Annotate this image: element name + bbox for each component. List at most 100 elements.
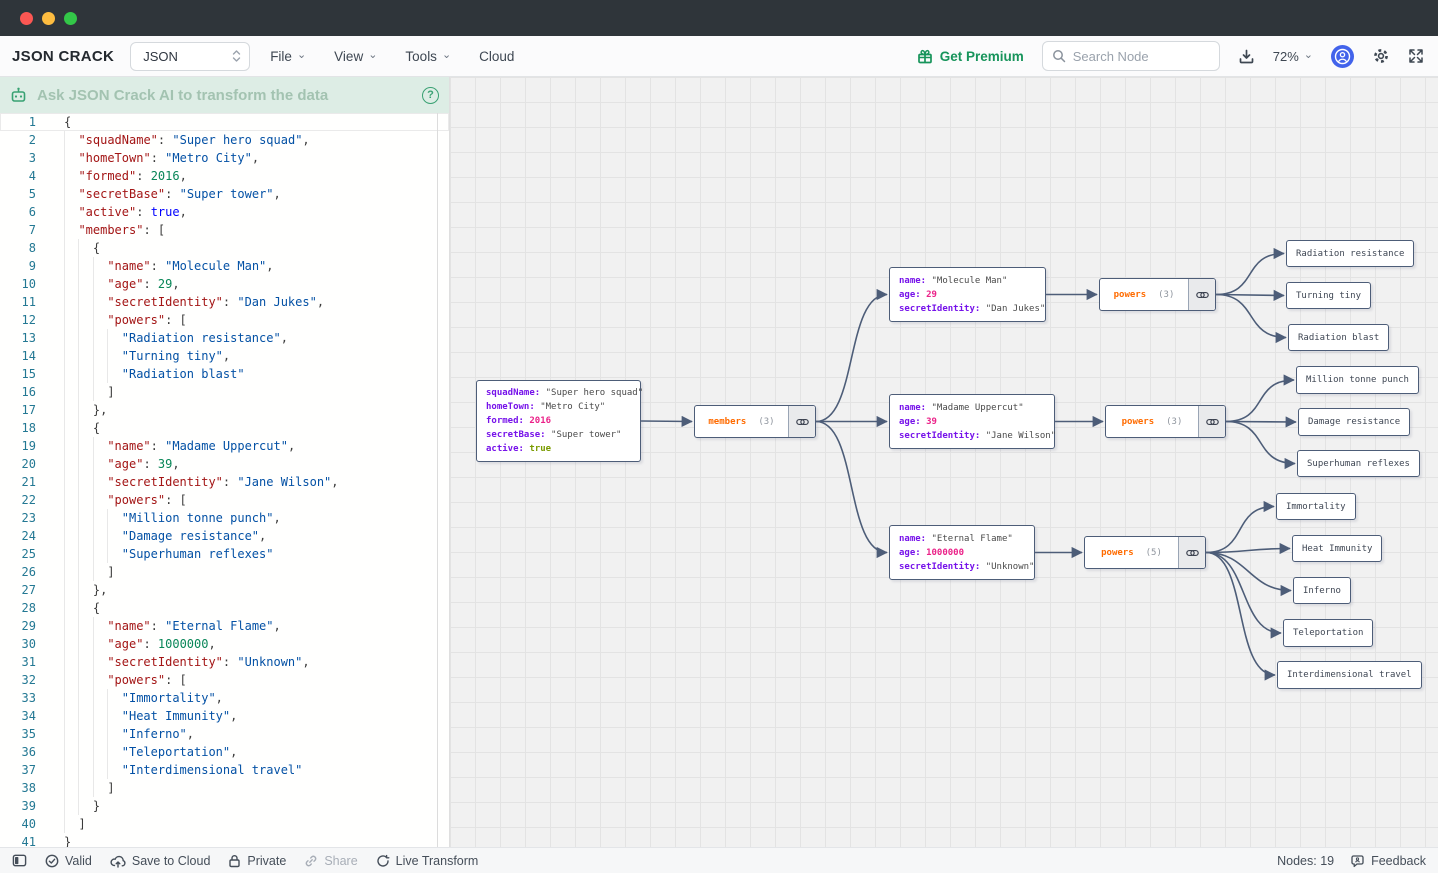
graph-node-p2[interactable]: powers(3) <box>1105 405 1226 438</box>
format-select[interactable]: JSON <box>130 41 251 71</box>
editor-line[interactable]: 29"name": "Eternal Flame", <box>0 617 449 635</box>
editor-line[interactable]: 9"name": "Molecule Man", <box>0 257 449 275</box>
editor-line[interactable]: 17}, <box>0 401 449 419</box>
get-premium-button[interactable]: Get Premium <box>917 48 1024 64</box>
zoom-window-button[interactable] <box>64 11 77 25</box>
menu-file[interactable]: File⌄ <box>270 48 307 64</box>
fullscreen-button[interactable] <box>1408 48 1424 64</box>
graph-node-p3[interactable]: powers(5) <box>1084 536 1206 569</box>
minimize-window-button[interactable] <box>42 11 55 25</box>
editor-line[interactable]: 3"homeTown": "Metro City", <box>0 149 449 167</box>
zoom-level-value: 72% <box>1272 48 1299 64</box>
fullscreen-icon <box>1408 48 1424 64</box>
editor-line[interactable]: 6"active": true, <box>0 203 449 221</box>
editor-line[interactable]: 1{ <box>0 113 449 131</box>
feedback-button[interactable]: Feedback <box>1350 854 1426 868</box>
graph-node-l1[interactable]: Radiation resistance <box>1286 240 1415 267</box>
editor-line[interactable]: 21"secretIdentity": "Jane Wilson", <box>0 473 449 491</box>
editor-line[interactable]: 33"Immortality", <box>0 689 449 707</box>
editor-line[interactable]: 23"Million tonne punch", <box>0 509 449 527</box>
editor-line[interactable]: 5"secretBase": "Super tower", <box>0 185 449 203</box>
editor-line[interactable]: 40] <box>0 815 449 833</box>
editor-line[interactable]: 13"Radiation resistance", <box>0 329 449 347</box>
editor-line[interactable]: 38] <box>0 779 449 797</box>
editor-scrollbar[interactable] <box>437 113 438 847</box>
graph-node-p1[interactable]: powers(3) <box>1099 278 1216 311</box>
graph-node-l7[interactable]: Immortality <box>1276 493 1356 520</box>
editor-line[interactable]: 7"members": [ <box>0 221 449 239</box>
chevron-down-icon: ⌄ <box>368 48 378 61</box>
toolbar: JSON CRACK JSON File⌄ View⌄ Tools⌄ Cloud… <box>0 36 1438 77</box>
editor-line[interactable]: 39} <box>0 797 449 815</box>
help-icon[interactable]: ? <box>422 86 439 104</box>
graph-node-l4[interactable]: Million tonne punch <box>1296 366 1419 394</box>
account-button[interactable] <box>1331 44 1354 68</box>
editor-line[interactable]: 18{ <box>0 419 449 437</box>
editor-line[interactable]: 37"Interdimensional travel" <box>0 761 449 779</box>
save-to-cloud-button[interactable]: Save to Cloud <box>110 854 210 868</box>
editor-line[interactable]: 16] <box>0 383 449 401</box>
editor-line[interactable]: 34"Heat Immunity", <box>0 707 449 725</box>
editor-line[interactable]: 20"age": 39, <box>0 455 449 473</box>
graph-node-l8[interactable]: Heat Immunity <box>1292 535 1383 562</box>
menu-view[interactable]: View⌄ <box>334 48 378 64</box>
panel-left-icon <box>12 853 27 868</box>
menu-tools[interactable]: Tools⌄ <box>405 48 452 64</box>
editor-line[interactable]: 25"Superhuman reflexes" <box>0 545 449 563</box>
editor-line[interactable]: 32"powers": [ <box>0 671 449 689</box>
editor-line[interactable]: 8{ <box>0 239 449 257</box>
editor-line[interactable]: 2"squadName": "Super hero squad", <box>0 131 449 149</box>
ai-prompt-bar: ? <box>0 77 449 113</box>
settings-button[interactable] <box>1372 47 1390 65</box>
app-logo[interactable]: JSON CRACK <box>12 47 115 65</box>
line-number: 33 <box>21 691 36 705</box>
graph-node-l5[interactable]: Damage resistance <box>1298 408 1411 436</box>
graph-node-l2[interactable]: Turning tiny <box>1286 282 1372 309</box>
editor-line[interactable]: 15"Radiation blast" <box>0 365 449 383</box>
graph-node-l11[interactable]: Interdimensional travel <box>1277 661 1422 689</box>
editor-line[interactable]: 14"Turning tiny", <box>0 347 449 365</box>
live-transform-toggle[interactable]: Live Transform <box>376 854 478 868</box>
editor-line[interactable]: 36"Teleportation", <box>0 743 449 761</box>
editor-line[interactable]: 24"Damage resistance", <box>0 527 449 545</box>
editor-line[interactable]: 28{ <box>0 599 449 617</box>
download-image-button[interactable] <box>1238 48 1255 65</box>
toggle-editor-panel-button[interactable] <box>12 853 27 868</box>
collapse-link-icon[interactable] <box>1178 537 1205 568</box>
editor-line[interactable]: 12"powers": [ <box>0 311 449 329</box>
close-window-button[interactable] <box>20 11 33 25</box>
line-number: 28 <box>21 601 36 615</box>
search-node-input[interactable] <box>1072 48 1210 64</box>
graph-node-l3[interactable]: Radiation blast <box>1288 324 1390 351</box>
ai-prompt-input[interactable] <box>37 86 412 104</box>
editor-line[interactable]: 35"Inferno", <box>0 725 449 743</box>
editor-line[interactable]: 4"formed": 2016, <box>0 167 449 185</box>
gear-icon <box>1372 47 1390 65</box>
menu-cloud[interactable]: Cloud <box>479 48 515 64</box>
editor-line[interactable]: 27}, <box>0 581 449 599</box>
editor-line[interactable]: 31"secretIdentity": "Unknown", <box>0 653 449 671</box>
editor-line[interactable]: 10"age": 29, <box>0 275 449 293</box>
graph-node-l10[interactable]: Teleportation <box>1283 619 1374 647</box>
zoom-level-control[interactable]: 72% ⌄ <box>1273 49 1313 64</box>
editor-line[interactable]: 22"powers": [ <box>0 491 449 509</box>
editor-line[interactable]: 30"age": 1000000, <box>0 635 449 653</box>
collapse-link-icon[interactable] <box>1188 279 1215 310</box>
editor-line[interactable]: 41} <box>0 833 449 847</box>
visibility-private-button[interactable]: Private <box>228 854 286 868</box>
collapse-link-icon[interactable] <box>1198 406 1225 437</box>
graph-node-l9[interactable]: Inferno <box>1293 577 1351 604</box>
line-number: 36 <box>21 745 36 759</box>
graph-node-root[interactable]: squadName: "Super hero squad"homeTown: "… <box>476 380 643 462</box>
graph-node-l6[interactable]: Superhuman reflexes <box>1297 450 1420 477</box>
code-editor[interactable]: 1{2"squadName": "Super hero squad",3"hom… <box>0 113 449 847</box>
editor-line[interactable]: 19"name": "Madame Uppercut", <box>0 437 449 455</box>
graph-node-members[interactable]: members(3) <box>694 405 816 438</box>
editor-line[interactable]: 11"secretIdentity": "Dan Jukes", <box>0 293 449 311</box>
graph-canvas[interactable]: squadName: "Super hero squad"homeTown: "… <box>450 77 1438 847</box>
collapse-link-icon[interactable] <box>788 406 815 437</box>
editor-line[interactable]: 26] <box>0 563 449 581</box>
